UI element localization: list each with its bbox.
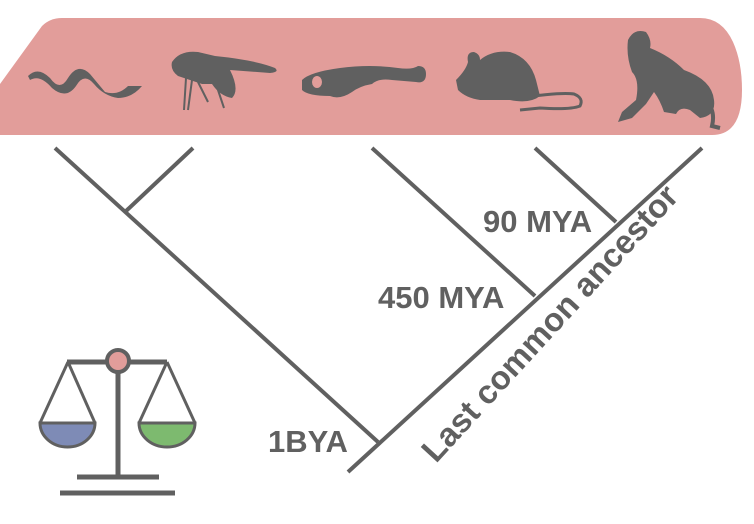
label-450-mya: 450 MYA	[378, 280, 504, 315]
label-1-bya: 1BYA	[268, 424, 348, 459]
branch-fly	[123, 146, 195, 214]
monkey-icon	[618, 31, 721, 130]
fly-icon	[171, 51, 277, 111]
branch-worm	[53, 146, 380, 444]
label-90-mya: 90 MYA	[483, 204, 592, 239]
left-pan	[38, 421, 97, 449]
mouse-icon	[456, 51, 583, 112]
balance-scale-icon	[38, 348, 197, 496]
branch-fish	[370, 146, 537, 298]
branch-mouse	[533, 146, 618, 224]
right-pan	[137, 421, 197, 449]
pivot	[105, 348, 131, 374]
worm-icon	[28, 68, 142, 98]
fish-icon	[302, 66, 426, 98]
branch-ancestor-axis	[346, 146, 704, 474]
phylogenetic-tree	[53, 146, 704, 474]
